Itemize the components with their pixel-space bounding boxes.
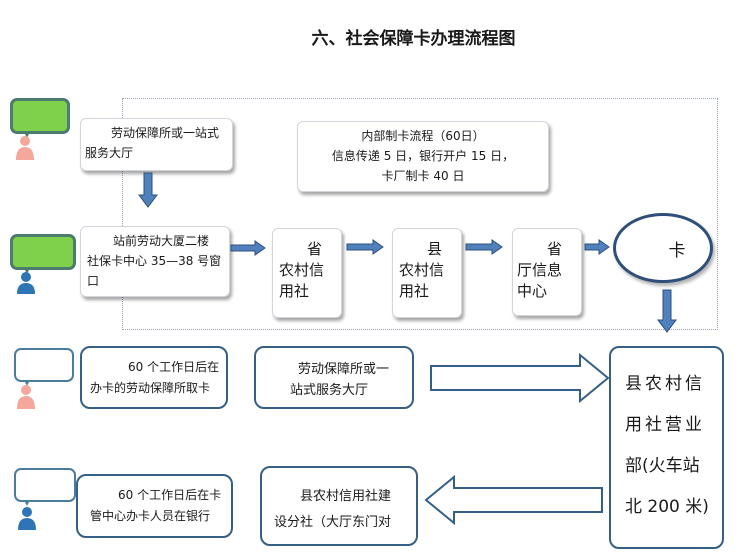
internal-process-line1: 内部制卡流程（60日） xyxy=(361,129,485,143)
labor-office-top-line1: 劳动保障所或一站式 xyxy=(111,126,220,140)
branch-line1: 县农村信用社建 xyxy=(300,489,392,504)
branch-line2: 设分社（大厅东门对 xyxy=(274,515,392,530)
province-rcc-line1: 省 xyxy=(307,240,323,258)
arrow-right-hollow-icon xyxy=(430,352,610,404)
county-business-line3: 部(火车站 xyxy=(625,456,700,476)
page-title: 六、社会保障卡办理流程图 xyxy=(311,29,516,49)
county-rcc-box: 县 农村信 用社 xyxy=(392,228,462,318)
station-center-line3: 口 xyxy=(87,274,100,288)
pickup-note-line1: 60 个工作日后在 xyxy=(128,360,220,374)
station-center-line2: 社保卡中心 35—38 号窗 xyxy=(87,254,222,268)
internal-process-line2: 信息传递 5 日，银行开户 15 日， xyxy=(331,149,515,163)
county-business-line4: 北 200 米) xyxy=(625,497,709,517)
speech-bubble-icon xyxy=(10,98,70,134)
county-rcc-line2: 农村信 xyxy=(399,261,445,279)
labor-office-top-line2: 服务大厅 xyxy=(85,146,134,160)
speech-bubble-icon xyxy=(14,348,74,382)
province-rcc-line3: 用社 xyxy=(279,282,310,300)
internal-process-box: 内部制卡流程（60日） 信息传递 5 日，银行开户 15 日， 卡厂制卡 40 … xyxy=(297,121,549,192)
card-label: 卡 xyxy=(668,240,686,261)
labor-office-top-box: 劳动保障所或一站式 服务大厅 xyxy=(80,118,233,171)
person-icon-3 xyxy=(8,346,74,416)
county-rcc-line3: 用社 xyxy=(399,282,430,300)
speech-bubble-icon xyxy=(10,234,76,270)
internal-process-line3: 卡厂制卡 40 日 xyxy=(381,169,465,183)
bank-note-line1: 60 个工作日后在卡 xyxy=(118,488,222,502)
station-center-line1: 站前劳动大厦二楼 xyxy=(113,234,210,248)
arrow-right-icon xyxy=(230,240,266,256)
province-info-line2: 厅信息 xyxy=(517,261,563,279)
station-center-box: 站前劳动大厦二楼 社保卡中心 35—38 号窗 口 xyxy=(80,226,230,297)
person-figure-icon xyxy=(17,380,35,409)
bank-note-box: 60 个工作日后在卡 管中心办卡人员在银行 xyxy=(76,474,233,538)
person-icon-2 xyxy=(8,232,76,302)
arrow-right-icon xyxy=(584,239,610,255)
internal-region xyxy=(122,98,718,330)
person-figure-icon xyxy=(16,132,34,160)
card-oval: 卡 xyxy=(613,213,713,283)
labor-office-mid-line1: 劳动保障所或一 xyxy=(298,362,390,377)
pickup-note-line2: 办卡的劳动保障所取卡 xyxy=(90,381,211,395)
arrow-right-icon xyxy=(465,239,503,255)
bank-note-line2: 管中心办卡人员在银行 xyxy=(90,509,211,523)
labor-office-mid-line2: 站式服务大厅 xyxy=(290,383,369,398)
province-rcc-line2: 农村信 xyxy=(279,261,325,279)
speech-bubble-icon xyxy=(14,468,76,502)
arrow-down-icon xyxy=(657,289,677,333)
pickup-note-box: 60 个工作日后在 办卡的劳动保障所取卡 xyxy=(80,346,228,409)
county-rcc-line1: 县 xyxy=(427,240,443,258)
person-icon-1 xyxy=(8,96,70,166)
arrow-right-icon xyxy=(346,239,384,255)
province-rcc-box: 省 农村信 用社 xyxy=(272,228,342,318)
person-figure-icon xyxy=(18,500,36,530)
county-business-box: 县农村信 用社营业 部(火车站 北 200 米) xyxy=(609,346,724,549)
person-icon-4 xyxy=(8,466,76,536)
labor-office-mid-box: 劳动保障所或一 站式服务大厅 xyxy=(254,346,414,409)
arrow-left-hollow-icon xyxy=(424,474,603,526)
branch-box: 县农村信用社建 设分社（大厅东门对 xyxy=(260,466,418,546)
county-business-line2: 用社营业 xyxy=(625,415,705,435)
person-figure-icon xyxy=(17,268,35,294)
province-info-line3: 中心 xyxy=(517,282,548,300)
county-business-line1: 县农村信 xyxy=(625,374,705,394)
arrow-down-icon xyxy=(138,172,158,208)
province-info-box: 省 厅信息 中心 xyxy=(512,228,582,316)
province-info-line1: 省 xyxy=(547,240,563,258)
